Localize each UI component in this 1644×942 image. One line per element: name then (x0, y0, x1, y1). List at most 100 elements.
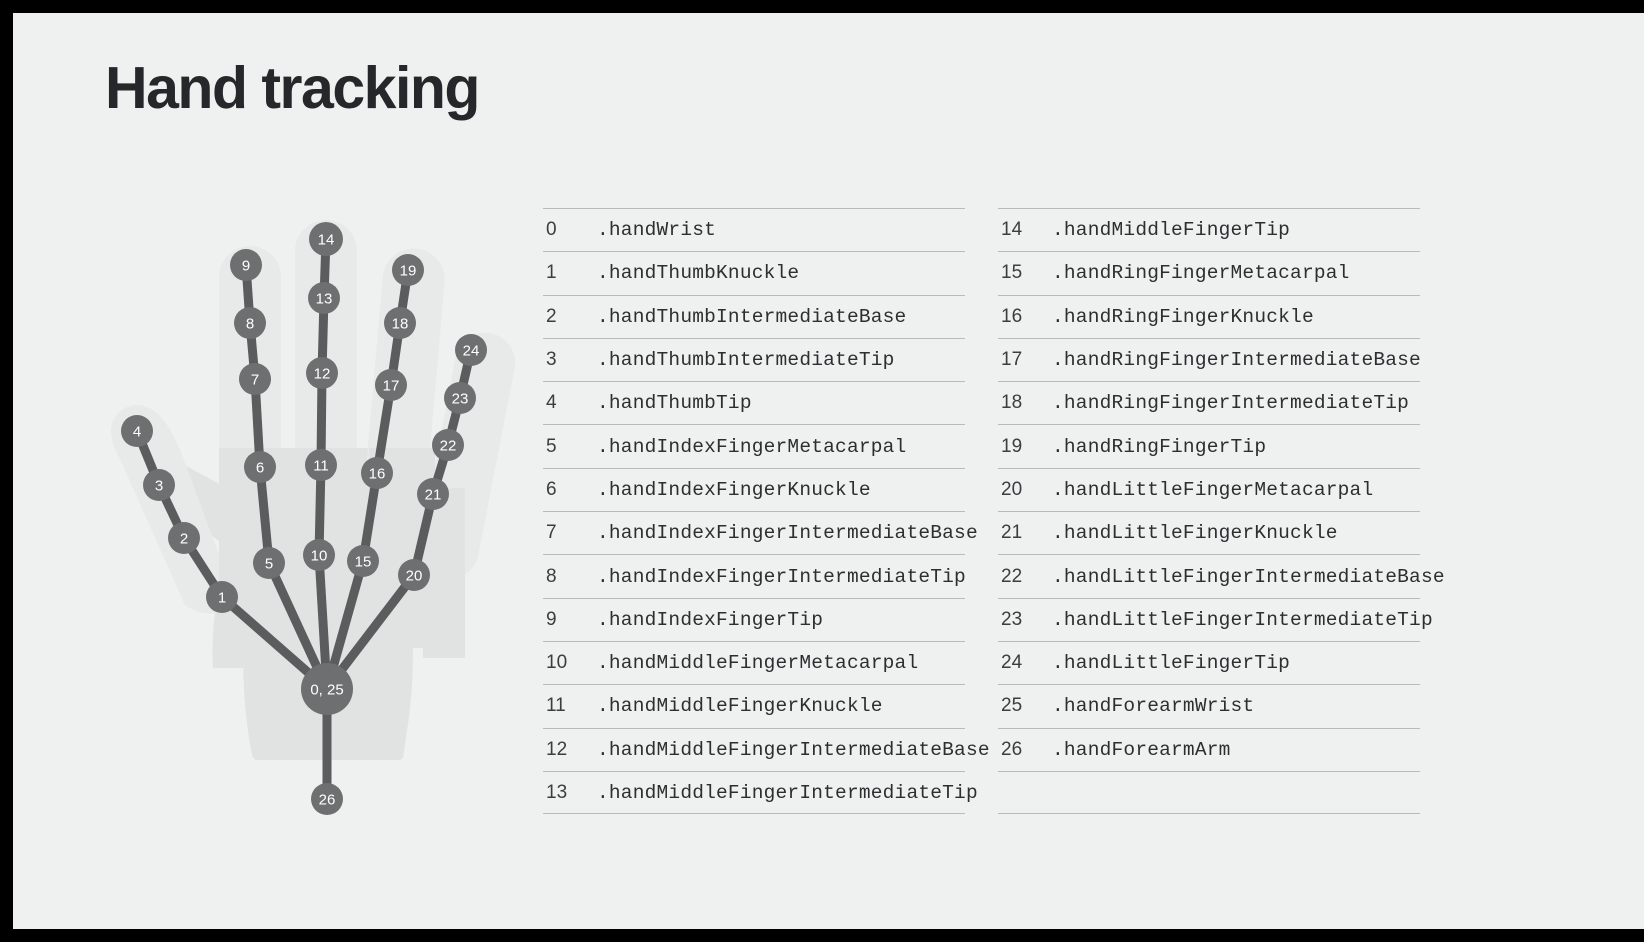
joint-row: 8.handIndexFingerIntermediateTip (543, 554, 966, 597)
joint-node-label: 4 (133, 424, 141, 441)
joint-node-label: 2 (180, 531, 188, 548)
joint-name: .handMiddleFingerIntermediateBase (597, 738, 990, 761)
joint-index: 22 (1001, 565, 1023, 587)
joint-row: 26 .handForearmArm (998, 727, 1420, 771)
joint-row: 16.handRingFingerKnuckle (998, 294, 1420, 338)
joint-row: 1.handThumbKnuckle (543, 251, 965, 294)
joint-node[interactable]: 14 (309, 222, 343, 256)
joint-node[interactable]: 10 (303, 539, 335, 571)
joint-index: 13 (546, 781, 568, 803)
joint-node[interactable]: 2 (168, 522, 200, 554)
joint-row: 25 .handForearmWrist (998, 684, 1420, 727)
joint-node-label: 26 (319, 792, 336, 809)
joint-node-circle (305, 449, 337, 481)
joint-row: 18 .handRingFingerIntermediateTip (998, 381, 1420, 424)
joint-node-label: 17 (383, 378, 400, 395)
joint-row: 14.handMiddleFingerTip (998, 208, 1420, 251)
joint-name: .handLittleFingerMetacarpal (1052, 478, 1374, 501)
joint-name: .handLittleFingerIntermediateTip (1052, 608, 1433, 631)
joint-node[interactable]: 23 (444, 382, 476, 414)
joint-node[interactable]: 22 (432, 429, 464, 461)
joint-node[interactable]: 17 (375, 369, 407, 401)
joint-node-circle (206, 581, 238, 613)
joint-node[interactable]: 5 (253, 547, 285, 579)
joint-row: 0 .handWrist (543, 208, 965, 251)
joint-node-circle (432, 429, 464, 461)
joint-row: 3.handThumbIntermediateTip (543, 337, 965, 381)
joint-node-label: 13 (316, 291, 333, 308)
joint-name: .handForearmWrist (1052, 695, 1255, 718)
joint-row: 7.handIndexFingerIntermediateBase (543, 511, 978, 554)
joint-node-label: 5 (265, 556, 273, 573)
joint-name: .handMiddleFingerMetacarpal (597, 652, 919, 675)
joint-node[interactable]: 20 (398, 559, 430, 591)
joint-node-circle (392, 254, 424, 286)
joint-node-label: 15 (355, 554, 372, 571)
joint-name: .handIndexFingerIntermediateBase (597, 522, 978, 545)
joint-node[interactable]: 9 (230, 249, 262, 281)
joint-node[interactable]: 12 (306, 357, 338, 389)
joint-node[interactable]: 18 (384, 307, 416, 339)
joint-node[interactable]: 7 (239, 363, 271, 395)
joint-node-circle (398, 559, 430, 591)
joint-name: .handLittleFingerTip (1052, 652, 1291, 675)
joint-name: .handThumbIntermediateBase (597, 305, 907, 328)
joint-index: 25 (1001, 695, 1023, 717)
joint-node-label: 11 (313, 458, 329, 475)
joint-node-circle (301, 663, 353, 715)
joint-name: .handRingFingerMetacarpal (1052, 262, 1350, 285)
joint-name: .handForearmArm (1052, 738, 1231, 761)
joint-node[interactable]: 19 (392, 254, 424, 286)
joint-node-label: 7 (251, 372, 259, 389)
joint-name: .handRingFingerIntermediateBase (1052, 349, 1421, 372)
joint-node[interactable]: 8 (234, 307, 266, 339)
joint-node[interactable]: 3 (143, 469, 175, 501)
joint-name: .handMiddleFingerTip (1052, 219, 1291, 242)
joint-name: .handRingFingerIntermediateTip (1052, 392, 1410, 415)
joint-index: 23 (1001, 608, 1023, 630)
joint-node-label: 3 (155, 478, 163, 495)
joint-node[interactable]: 16 (361, 457, 393, 489)
joint-index: 26 (1001, 738, 1023, 760)
joint-node[interactable]: 24 (455, 334, 487, 366)
joint-node[interactable]: 6 (244, 451, 276, 483)
joint-index: 16 (1001, 305, 1023, 327)
joint-node-label: 6 (256, 460, 264, 477)
joint-node-circle (230, 249, 262, 281)
joint-node[interactable]: 0, 25 (301, 663, 353, 715)
joint-name: .handLittleFingerIntermediateBase (1052, 565, 1445, 588)
joint-index: 15 (1001, 262, 1023, 284)
joint-node-label: 8 (246, 316, 254, 333)
joint-node-circle (361, 457, 393, 489)
joint-index: 1 (546, 262, 557, 284)
joint-index: 18 (1001, 392, 1023, 414)
joint-node-circle (455, 334, 487, 366)
joint-row: 15 .handRingFingerMetacarpal (998, 251, 1420, 294)
joint-row: 17 .handRingFingerIntermediateBase (998, 337, 1421, 381)
joint-node-circle (309, 222, 343, 256)
page-title: Hand tracking (105, 55, 480, 121)
joint-node[interactable]: 13 (308, 282, 340, 314)
joint-node[interactable]: 15 (347, 545, 379, 577)
joint-name: .handIndexFingerKnuckle (597, 478, 871, 501)
joint-index: 24 (1001, 652, 1023, 674)
joint-row: 23 .handLittleFingerIntermediateTip (998, 597, 1433, 641)
joint-name: .handIndexFingerIntermediateTip (597, 565, 966, 588)
joint-node-circle (303, 539, 335, 571)
joint-node[interactable]: 11 (305, 449, 337, 481)
joint-index: 5 (546, 435, 557, 457)
joint-node[interactable]: 26 (311, 783, 343, 815)
joint-node-label: 10 (311, 548, 328, 565)
joint-node[interactable]: 21 (417, 478, 449, 510)
joint-index: 20 (1001, 478, 1023, 500)
joint-name: .handRingFingerTip (1052, 435, 1267, 458)
joint-index: 0 (546, 219, 557, 241)
joint-index: 17 (1001, 349, 1023, 371)
joint-node[interactable]: 4 (121, 415, 153, 447)
joint-node-circle (244, 451, 276, 483)
joint-node[interactable]: 1 (206, 581, 238, 613)
joint-name: .handMiddleFingerKnuckle (597, 695, 883, 718)
joint-row: 6.handIndexFingerKnuckle (543, 467, 965, 511)
joint-name: .handWrist (597, 219, 717, 242)
